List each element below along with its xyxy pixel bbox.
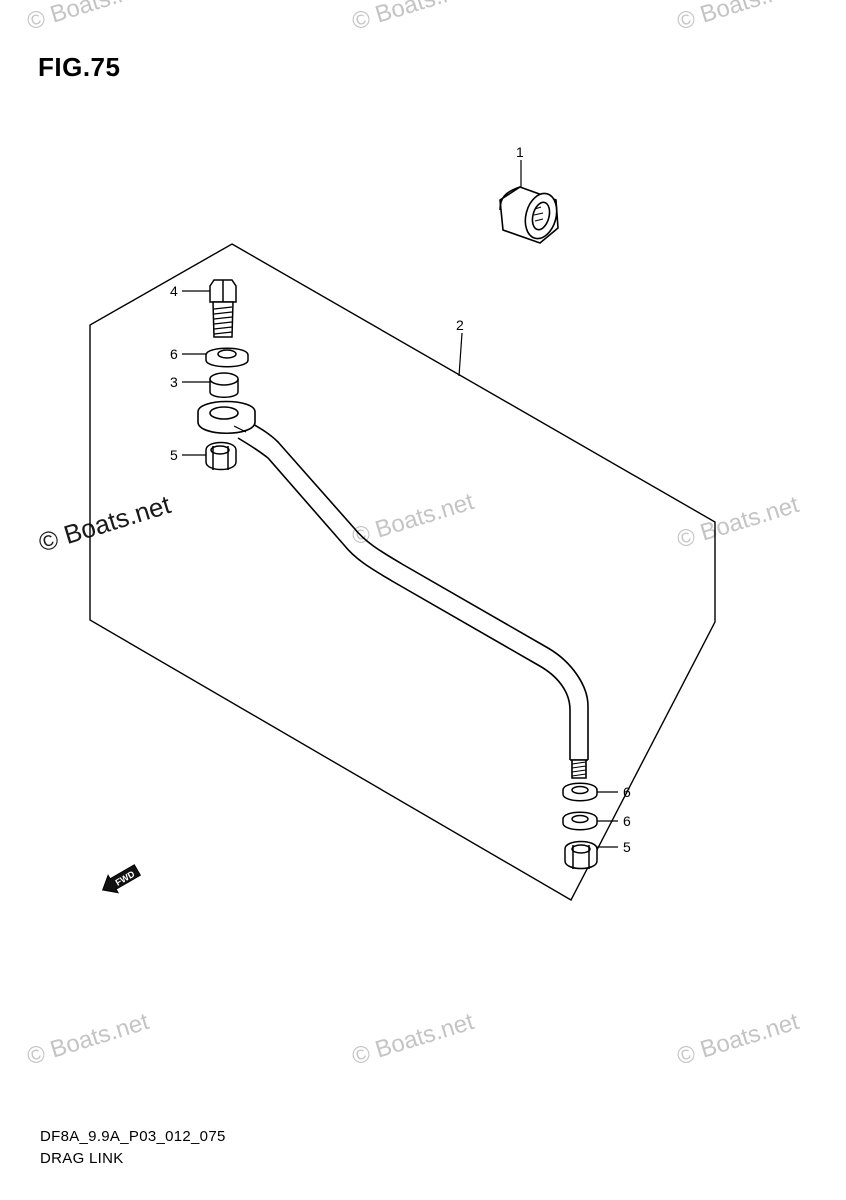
watermarks: © Boats.net © Boats.net © Boats.net © Bo…	[24, 0, 802, 1071]
callouts: 1 2 4 6 3 5 6 6 5	[170, 144, 631, 855]
part-5-nut-lower	[564, 840, 598, 870]
callout-6: 6	[623, 813, 631, 829]
part-6-washer-upper	[205, 347, 249, 368]
leader-lines	[182, 160, 618, 848]
watermark: © Boats.net	[674, 1008, 802, 1071]
callout-5: 5	[623, 839, 631, 855]
watermark: © Boats.net	[24, 1008, 152, 1071]
figure-title: FIG.75	[38, 52, 121, 82]
callout-2: 2	[456, 317, 464, 333]
callout-6: 6	[623, 784, 631, 800]
callout-1: 1	[516, 144, 524, 160]
part-6-washer-lower-2	[562, 811, 598, 831]
watermark: © Boats.net	[24, 0, 152, 36]
kit-outline	[89, 243, 716, 901]
part-6-washer-lower-1	[562, 782, 598, 802]
watermark-dark: © Boats.net	[35, 489, 175, 558]
footer-name: DRAG LINK	[40, 1150, 124, 1167]
part-3-collar	[209, 372, 239, 398]
callout-6: 6	[170, 346, 178, 362]
callout-4: 4	[170, 283, 178, 299]
watermark: © Boats.net	[674, 491, 802, 554]
footer-code: DF8A_9.9A_P03_012_075	[40, 1128, 226, 1145]
part-4-bolt	[209, 279, 237, 338]
watermark: © Boats.net	[349, 0, 477, 36]
fwd-arrow-icon: FWD	[102, 864, 142, 894]
callout-3: 3	[170, 374, 178, 390]
callout-5: 5	[170, 447, 178, 463]
watermark: © Boats.net	[674, 0, 802, 36]
watermark: © Boats.net	[349, 1008, 477, 1071]
part-1-nut	[499, 186, 559, 244]
part-2-drag-link	[197, 400, 589, 779]
part-5-nut-upper	[205, 441, 237, 471]
